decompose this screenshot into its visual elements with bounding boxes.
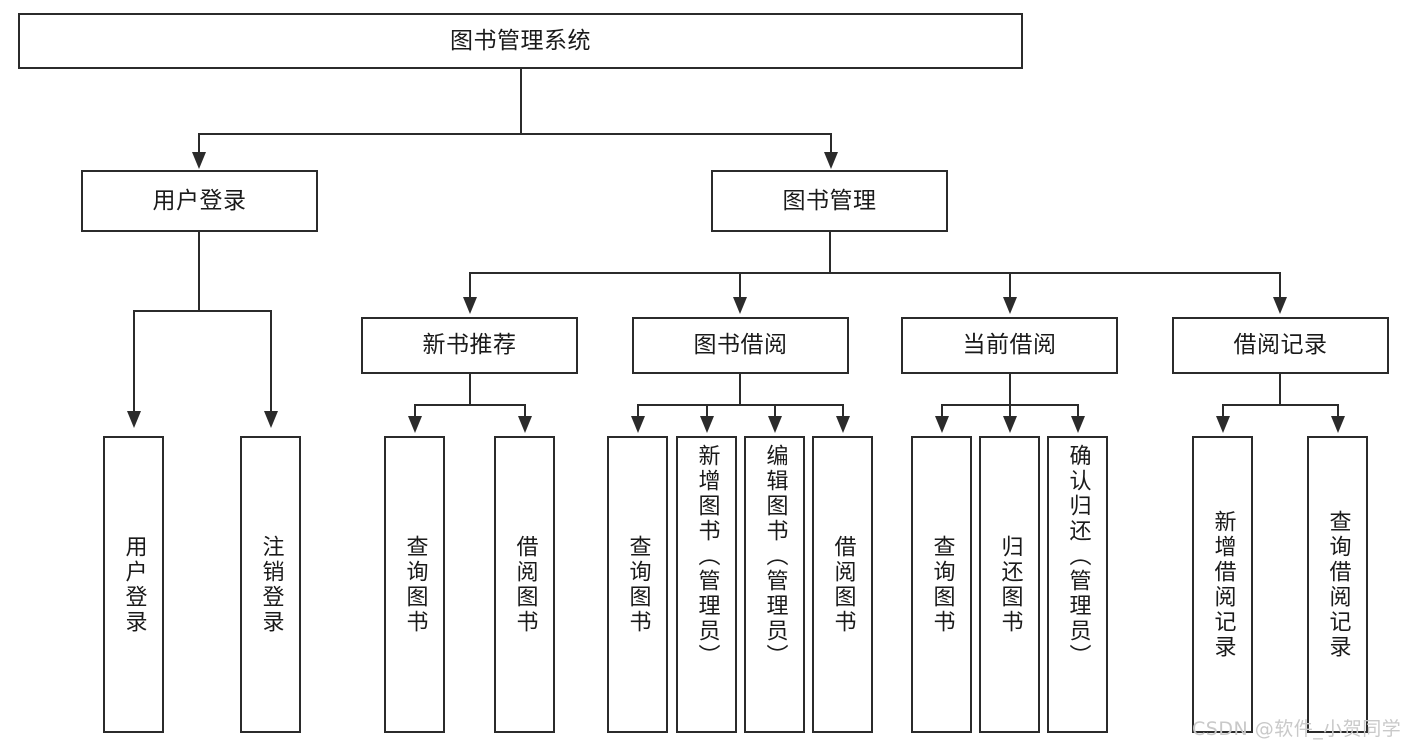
arrowhead-br-query bbox=[1331, 416, 1345, 433]
leaf-label: 归还图书 bbox=[997, 534, 1023, 635]
leaf-label: 借阅图书 bbox=[830, 534, 856, 635]
leaf-cb-query-book[interactable]: 查询图书 bbox=[911, 436, 972, 733]
connector-borrow-record-stem bbox=[1279, 374, 1281, 406]
connector-new-book-bus bbox=[414, 404, 526, 406]
arrowhead-bb-borrow bbox=[836, 416, 850, 433]
csdn-watermark: CSDN @软件_小贺同学 bbox=[1192, 718, 1402, 740]
node-user-login[interactable]: 用户登录 bbox=[81, 170, 318, 232]
arrowhead-leaf-logout bbox=[264, 411, 278, 428]
leaf-cb-confirm-return[interactable]: 确认归还（管理员） bbox=[1047, 436, 1108, 733]
connector-level3-bus bbox=[469, 272, 1281, 274]
node-label: 借阅记录 bbox=[1233, 332, 1328, 359]
arrowhead-cb-confirm bbox=[1071, 416, 1085, 433]
connector-drop-current-borrow bbox=[1009, 272, 1011, 300]
node-new-book-recommend[interactable]: 新书推荐 bbox=[361, 317, 578, 374]
leaf-user-login[interactable]: 用户登录 bbox=[103, 436, 164, 733]
node-label: 新书推荐 bbox=[422, 332, 517, 359]
node-borrow-record[interactable]: 借阅记录 bbox=[1172, 317, 1389, 374]
arrowhead-cb-return bbox=[1003, 416, 1017, 433]
node-label: 图书管理系统 bbox=[450, 27, 591, 54]
node-label: 当前借阅 bbox=[962, 332, 1057, 359]
connector-drop-new-book bbox=[469, 272, 471, 300]
leaf-bb-borrow-book[interactable]: 借阅图书 bbox=[812, 436, 873, 733]
arrowhead-cb-query bbox=[935, 416, 949, 433]
connector-user-login-stem bbox=[198, 232, 200, 312]
leaf-label: 查询图书 bbox=[625, 534, 651, 635]
leaf-label: 新增借阅记录 bbox=[1210, 509, 1236, 660]
connector-drop-cb-return bbox=[1009, 404, 1011, 418]
connector-book-management-stem bbox=[829, 232, 831, 274]
connector-drop-br-query bbox=[1337, 404, 1339, 418]
connector-new-book-stem bbox=[469, 374, 471, 406]
leaf-label: 查询图书 bbox=[929, 534, 955, 635]
connector-drop-bb-edit bbox=[774, 404, 776, 418]
arrowhead-bb-edit bbox=[768, 416, 782, 433]
leaf-label: 新增图书（管理员） bbox=[694, 444, 720, 669]
leaf-nb-borrow-book[interactable]: 借阅图书 bbox=[494, 436, 555, 733]
connector-drop-book-management bbox=[830, 133, 832, 155]
connector-drop-leaf-logout bbox=[270, 310, 272, 414]
leaf-br-add-record[interactable]: 新增借阅记录 bbox=[1192, 436, 1253, 733]
leaf-label: 编辑图书（管理员） bbox=[762, 444, 788, 669]
arrowhead-nb-query bbox=[408, 416, 422, 433]
arrowhead-bb-query bbox=[631, 416, 645, 433]
connector-drop-cb-confirm bbox=[1077, 404, 1079, 418]
arrowhead-current-borrow bbox=[1003, 297, 1017, 314]
arrowhead-book-management bbox=[824, 152, 838, 169]
leaf-bb-edit-book[interactable]: 编辑图书（管理员） bbox=[744, 436, 805, 733]
connector-drop-bb-query bbox=[637, 404, 639, 418]
leaf-label: 借阅图书 bbox=[512, 534, 538, 635]
connector-borrow-record-bus bbox=[1222, 404, 1339, 406]
leaf-bb-query-book[interactable]: 查询图书 bbox=[607, 436, 668, 733]
connector-book-borrow-stem bbox=[739, 374, 741, 406]
connector-book-borrow-bus bbox=[637, 404, 843, 406]
leaf-label: 查询借阅记录 bbox=[1325, 509, 1351, 660]
leaf-cb-return-book[interactable]: 归还图书 bbox=[979, 436, 1040, 733]
arrowhead-leaf-user-login bbox=[127, 411, 141, 428]
leaf-bb-add-book[interactable]: 新增图书（管理员） bbox=[676, 436, 737, 733]
node-book-management[interactable]: 图书管理 bbox=[711, 170, 948, 232]
leaf-label: 查询图书 bbox=[402, 534, 428, 635]
arrowhead-book-borrow bbox=[733, 297, 747, 314]
arrowhead-user-login bbox=[192, 152, 206, 169]
arrowhead-br-add bbox=[1216, 416, 1230, 433]
arrowhead-nb-borrow bbox=[518, 416, 532, 433]
node-label: 图书借阅 bbox=[693, 332, 788, 359]
leaf-label: 用户登录 bbox=[121, 534, 147, 635]
node-root-system[interactable]: 图书管理系统 bbox=[18, 13, 1023, 69]
connector-drop-cb-query bbox=[941, 404, 943, 418]
leaf-label: 确认归还（管理员） bbox=[1065, 444, 1091, 669]
connector-drop-bb-borrow bbox=[842, 404, 844, 418]
connector-user-login-bus bbox=[133, 310, 271, 312]
node-book-borrow[interactable]: 图书借阅 bbox=[632, 317, 849, 374]
connector-drop-bb-add bbox=[706, 404, 708, 418]
connector-drop-nb-borrow bbox=[524, 404, 526, 418]
arrowhead-new-book bbox=[463, 297, 477, 314]
connector-drop-book-borrow bbox=[739, 272, 741, 300]
leaf-br-query-record[interactable]: 查询借阅记录 bbox=[1307, 436, 1368, 733]
leaf-label: 注销登录 bbox=[258, 534, 284, 635]
arrowhead-borrow-record bbox=[1273, 297, 1287, 314]
connector-root-stem bbox=[520, 69, 522, 134]
node-current-borrow[interactable]: 当前借阅 bbox=[901, 317, 1118, 374]
node-label: 用户登录 bbox=[152, 187, 247, 214]
connector-drop-user-login bbox=[198, 133, 200, 155]
node-label: 图书管理 bbox=[782, 187, 877, 214]
connector-drop-nb-query bbox=[414, 404, 416, 418]
leaf-nb-query-book[interactable]: 查询图书 bbox=[384, 436, 445, 733]
connector-level2-bus bbox=[198, 133, 832, 135]
connector-current-borrow-stem bbox=[1009, 374, 1011, 406]
connector-drop-leaf-user-login bbox=[133, 310, 135, 414]
connector-drop-br-add bbox=[1222, 404, 1224, 418]
connector-drop-borrow-record bbox=[1279, 272, 1281, 300]
arrowhead-bb-add bbox=[700, 416, 714, 433]
leaf-logout[interactable]: 注销登录 bbox=[240, 436, 301, 733]
